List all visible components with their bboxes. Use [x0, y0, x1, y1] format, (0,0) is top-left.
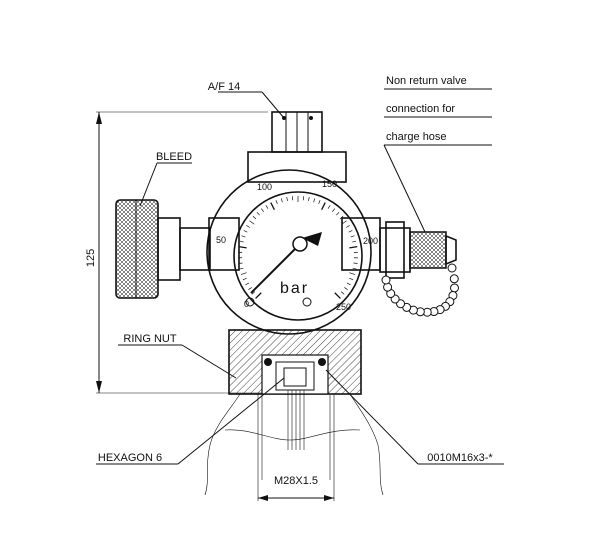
gauge-tick [261, 209, 263, 212]
gauge-unit: bar [280, 280, 309, 297]
gauge-tick [336, 212, 339, 215]
gauge-tick [353, 268, 357, 269]
gauge-tick [319, 200, 320, 204]
scale-label-200: 200 [363, 236, 378, 246]
gauge-tick [244, 230, 248, 232]
bleed-knob [116, 200, 210, 298]
gauge-tick [266, 205, 268, 208]
chain-bead [384, 283, 392, 291]
valve-note-line1: Non return valve [386, 75, 467, 87]
gauge-tick [349, 247, 357, 248]
gauge-tick [241, 273, 247, 275]
pressure-gauge: 0 50 100 150 200 250 bar [216, 179, 378, 320]
ring-nut-leader [118, 345, 236, 378]
non-return-valve [380, 222, 456, 278]
gauge-tick [281, 198, 282, 202]
gauge-tick [276, 200, 277, 204]
scale-label-50: 50 [216, 235, 226, 245]
valve-body-upper [248, 152, 346, 182]
af14-leader: A/F 14 [218, 92, 284, 118]
gauge-tick [322, 203, 326, 210]
gauge-tick [256, 293, 262, 299]
gauge-tick [245, 283, 249, 285]
gauge-tick [341, 292, 344, 295]
gauge-tick [242, 236, 246, 237]
gauge-tick [314, 198, 315, 202]
scale-label-250: 250 [336, 302, 351, 312]
gauge-tick [349, 278, 353, 280]
ring-nut-label: RING NUT [123, 333, 176, 345]
gauge-tick [246, 225, 249, 227]
gauge-tick [257, 212, 260, 215]
gauge-tick [239, 247, 247, 248]
gauge-tick [349, 273, 355, 275]
valve-note-line2: connection for [386, 103, 455, 115]
gauge-tick [328, 205, 330, 208]
gauge-tick [240, 241, 244, 242]
gauge-tick [249, 221, 254, 225]
af14-hex-nut [272, 112, 322, 152]
chain-bead [382, 276, 390, 284]
gauge-tick [238, 263, 242, 264]
gauge-tick [352, 241, 356, 242]
chain-bead [450, 275, 458, 283]
scale-label-150: 150 [322, 179, 337, 189]
af14-text: A/F 14 [208, 81, 240, 93]
gauge-tick [344, 287, 347, 289]
gauge-tick [287, 197, 288, 201]
height-dim-label: 125 [85, 249, 97, 267]
gauge-tick [243, 278, 247, 280]
gauge-tick [332, 209, 334, 212]
chain-bead [448, 264, 456, 272]
gauge-tick [308, 197, 309, 201]
gauge-tick [349, 230, 353, 232]
gauge-tick [347, 283, 351, 285]
scale-label-100: 100 [257, 182, 272, 192]
bleed-label: BLEED [156, 151, 192, 163]
gauge-tick [253, 216, 256, 219]
gauge-tick [335, 293, 341, 299]
gauge-tick [351, 236, 355, 237]
valve-note-line3: charge hose [386, 131, 447, 143]
gauge-tick [346, 225, 349, 227]
gauge-tick [354, 263, 358, 264]
gauge-tick [239, 268, 243, 269]
gauge-housing [207, 170, 380, 334]
thread-dimension [258, 495, 334, 501]
hexagon-label: HEXAGON 6 [98, 452, 162, 464]
part-number-label: 0010M16x3-* [427, 452, 493, 464]
chain-bead [450, 284, 458, 292]
gauge-tick [271, 203, 275, 210]
gauge-tick [248, 287, 251, 289]
ring-nut [229, 330, 361, 394]
thread-dim-label: M28X1.5 [274, 475, 318, 487]
